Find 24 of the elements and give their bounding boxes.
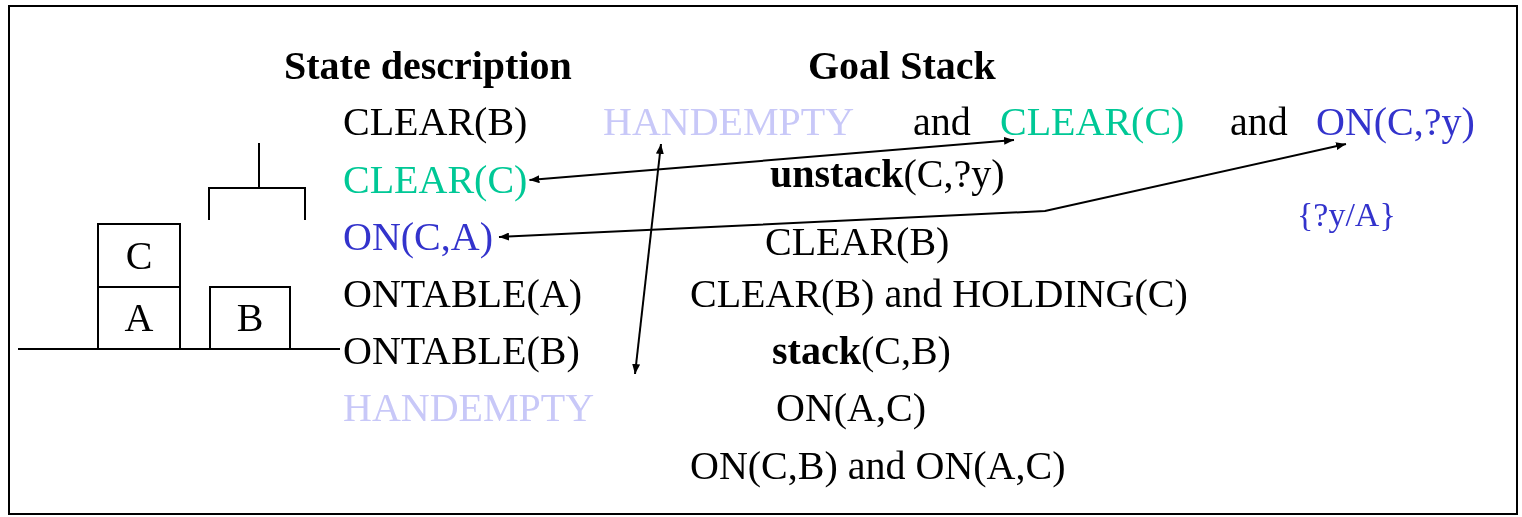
column-heading: Goal Stack [808, 46, 996, 86]
state-text: ONTABLE(B) [343, 331, 580, 371]
block-box: A [97, 286, 181, 350]
state-text: CLEAR(B) [343, 102, 528, 142]
binding-text: {?y/A} [1297, 198, 1396, 232]
block-box: C [97, 223, 181, 288]
goal-text: ON(A,C) [776, 388, 926, 428]
state-text: CLEAR(C) [343, 160, 528, 200]
goal-text: unstack(C,?y) [770, 154, 1005, 194]
goal-text: and [913, 102, 971, 142]
goal-text: CLEAR(B) [765, 222, 950, 262]
arrow [632, 143, 664, 375]
block-box: B [209, 286, 291, 350]
state-text: ON(C,A) [343, 217, 493, 257]
state-text: ONTABLE(A) [343, 274, 582, 314]
state-text: CLEAR(C) [1000, 102, 1185, 142]
arrow [498, 142, 1347, 241]
goal-text: ON(C,B) and ON(A,C) [690, 446, 1066, 486]
state-text: ON(C,?y) [1316, 102, 1475, 142]
arrow [528, 136, 1015, 184]
column-heading: State description [284, 46, 572, 86]
goal-text: stack(C,B) [772, 331, 951, 371]
goal-text: CLEAR(B) and HOLDING(C) [690, 274, 1188, 314]
goal-text: and [1230, 102, 1288, 142]
